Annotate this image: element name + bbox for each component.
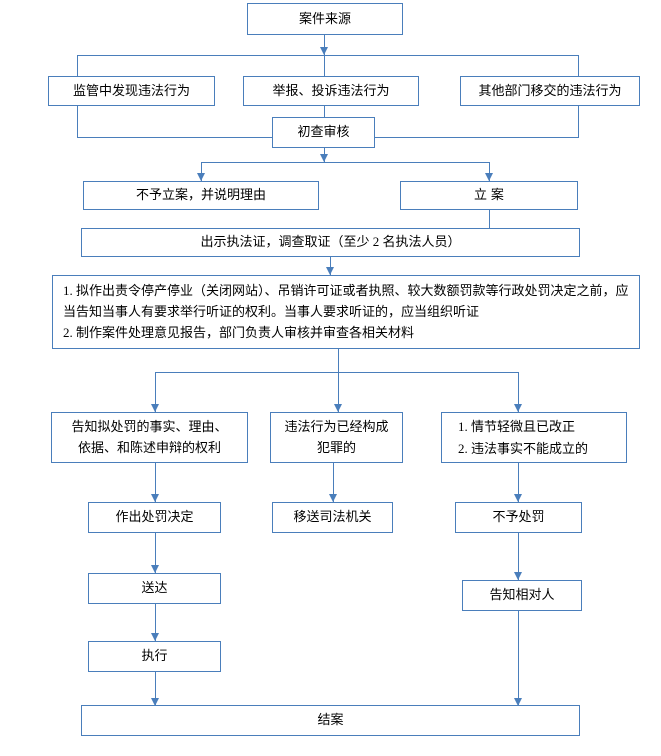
node-notify-rights-label: 告知拟处罚的事实、理由、 依据、和陈述申辩的权利 xyxy=(71,419,228,455)
connector-crime-down xyxy=(333,463,334,502)
arrow-filing xyxy=(485,173,493,181)
node-no-penalty-reasons-label: 1. 情节轻微且已改正 2. 违法事实不能成立的 xyxy=(458,419,589,456)
node-no-penalty[interactable]: 不予处罚 xyxy=(455,502,582,533)
node-close-case[interactable]: 结案 xyxy=(81,705,580,736)
connector-notify-rights-down xyxy=(155,463,156,502)
node-execute[interactable]: 执行 xyxy=(88,641,221,672)
node-case-source[interactable]: 案件来源 xyxy=(247,3,403,35)
connector-notify-to-close xyxy=(518,611,519,705)
node-notify-party-label: 告知相对人 xyxy=(489,587,555,603)
connector-split-filing-right xyxy=(489,162,490,181)
node-branch-transfer-label: 其他部门移交的违法行为 xyxy=(478,82,622,98)
connector-bus-top xyxy=(77,55,578,56)
node-penalty-decision-label: 作出处罚决定 xyxy=(115,509,194,525)
connector-supervision-down xyxy=(77,106,78,137)
connector-split-filing-left xyxy=(201,162,202,181)
node-close-case-label: 结案 xyxy=(317,712,344,728)
node-branch-transfer[interactable]: 其他部门移交的违法行为 xyxy=(460,76,640,106)
arrow-close-case-left xyxy=(151,698,159,706)
connector-nopenalty-to-notify xyxy=(518,533,519,580)
node-hearing-notice[interactable]: 1. 拟作出责令停产停业（关闭网站）、吊销许可证或者执照、较大数额罚款等行政处罚… xyxy=(52,275,640,349)
connector-hearing-down xyxy=(338,349,339,372)
node-no-filing-label: 不予立案，并说明理由 xyxy=(135,187,266,203)
connector-merge-left xyxy=(77,137,273,138)
node-crime-constituted-label: 违法行为已经构成 犯罪的 xyxy=(284,419,389,455)
node-no-penalty-reasons[interactable]: 1. 情节轻微且已改正 2. 违法事实不能成立的 xyxy=(441,412,627,463)
node-no-filing[interactable]: 不予立案，并说明理由 xyxy=(83,181,319,210)
connector-bottom-right-drop xyxy=(518,372,519,412)
connector-execute-to-close xyxy=(155,672,156,705)
node-hearing-notice-label: 1. 拟作出责令停产停业（关闭网站）、吊销许可证或者执照、较大数额罚款等行政处罚… xyxy=(63,283,629,341)
connector-deliver-to-execute xyxy=(155,604,156,641)
arrow-source-down xyxy=(320,47,328,55)
node-preliminary-review-label: 初查审核 xyxy=(297,124,350,140)
arrow-no-penalty-reasons xyxy=(514,404,522,412)
connector-source-down xyxy=(324,35,325,55)
arrow-penalty-decision xyxy=(151,494,159,502)
arrow-deliver xyxy=(151,565,159,573)
arrow-no-filing xyxy=(197,173,205,181)
node-no-penalty-label: 不予处罚 xyxy=(492,509,545,525)
node-penalty-decision[interactable]: 作出处罚决定 xyxy=(88,502,221,533)
node-filing-label: 立案 xyxy=(474,187,508,203)
arrow-no-penalty xyxy=(514,494,522,502)
node-notify-rights[interactable]: 告知拟处罚的事实、理由、 依据、和陈述申辩的权利 xyxy=(51,412,248,463)
arrow-notify-party xyxy=(514,572,522,580)
node-branch-report[interactable]: 举报、投诉违法行为 xyxy=(243,76,419,106)
connector-split-filing xyxy=(201,162,489,163)
connector-no-penalty-reasons-down xyxy=(518,463,519,502)
node-deliver-label: 送达 xyxy=(141,580,168,596)
arrow-review-down xyxy=(320,154,328,162)
connector-evidence-down xyxy=(330,257,331,275)
node-transfer-judicial[interactable]: 移送司法机关 xyxy=(272,502,393,533)
connector-split-bottom xyxy=(155,372,518,373)
node-filing[interactable]: 立案 xyxy=(400,181,578,210)
node-preliminary-review[interactable]: 初查审核 xyxy=(272,117,375,148)
connector-penalty-to-deliver xyxy=(155,533,156,573)
connector-bottom-left-drop xyxy=(155,372,156,412)
connector-bus-mid-drop xyxy=(324,55,325,76)
node-notify-party[interactable]: 告知相对人 xyxy=(462,580,582,611)
connector-bus-right-drop xyxy=(578,55,579,76)
node-evidence[interactable]: 出示执法证，调查取证（至少 2 名执法人员） xyxy=(81,228,580,257)
node-execute-label: 执行 xyxy=(141,648,168,664)
node-evidence-label: 出示执法证，调查取证（至少 2 名执法人员） xyxy=(200,234,461,250)
node-crime-constituted[interactable]: 违法行为已经构成 犯罪的 xyxy=(270,412,403,463)
arrow-transfer-judicial xyxy=(329,494,337,502)
connector-merge-right xyxy=(375,137,579,138)
node-deliver[interactable]: 送达 xyxy=(88,573,221,604)
connector-filing-down xyxy=(489,210,490,228)
node-branch-report-label: 举报、投诉违法行为 xyxy=(272,82,390,98)
node-transfer-judicial-label: 移送司法机关 xyxy=(293,509,372,525)
connector-bus-left-drop xyxy=(77,55,78,76)
arrow-close-case-right xyxy=(514,698,522,706)
arrow-evidence-down xyxy=(326,267,334,275)
node-case-source-label: 案件来源 xyxy=(298,10,351,26)
connector-transfer-down xyxy=(578,106,579,137)
node-branch-supervision[interactable]: 监管中发现违法行为 xyxy=(48,76,215,106)
arrow-execute xyxy=(151,633,159,641)
connector-bottom-mid-drop xyxy=(338,372,339,412)
arrow-notify-rights xyxy=(151,404,159,412)
connector-report-down xyxy=(324,106,325,117)
arrow-crime-constituted xyxy=(334,404,342,412)
node-branch-supervision-label: 监管中发现违法行为 xyxy=(72,82,190,98)
